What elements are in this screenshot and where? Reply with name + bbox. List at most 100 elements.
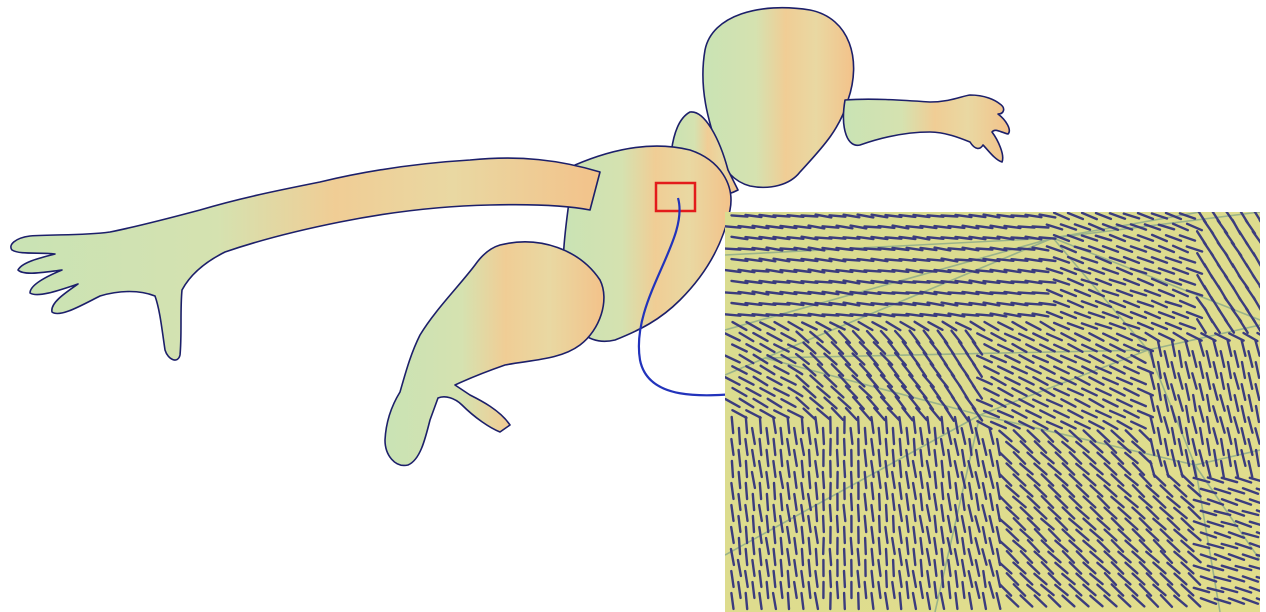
body-stroke: [883, 71, 887, 75]
body-stroke: [249, 366, 255, 368]
body-stroke: [196, 394, 203, 396]
body-stroke: [263, 17, 268, 18]
body-stroke: [69, 431, 74, 432]
body-stroke: [3, 351, 9, 353]
body-stroke: [377, 442, 383, 443]
body-stroke: [36, 197, 41, 199]
body-stroke: [309, 430, 317, 431]
body-stroke: [233, 312, 240, 313]
body-stroke: [601, 65, 607, 68]
body-stroke: [514, 134, 520, 135]
body-stroke: [628, 63, 634, 67]
body-stroke: [518, 415, 527, 416]
body-stroke: [658, 416, 666, 417]
body-stroke: [924, 56, 927, 61]
body-stroke: [279, 304, 284, 305]
body-stroke: [323, 261, 328, 262]
body-stroke: [888, 147, 892, 150]
body-stroke: [954, 191, 960, 192]
body-stroke: [213, 39, 222, 40]
body-stroke: [292, 114, 298, 116]
body-stroke: [951, 44, 958, 49]
body-stroke: [54, 163, 59, 165]
body-stroke: [372, 134, 381, 136]
body-stroke: [51, 198, 58, 199]
body-stroke: [292, 317, 298, 318]
body-stroke: [691, 384, 696, 390]
body-stroke: [599, 102, 608, 104]
body-stroke: [954, 62, 958, 68]
body-stroke: [343, 269, 349, 270]
body-stroke: [263, 310, 271, 311]
body-stroke: [115, 199, 123, 201]
body-stroke: [713, 283, 717, 287]
body-stroke: [53, 212, 58, 213]
body-stroke: [791, 198, 799, 203]
body-stroke: [71, 79, 79, 81]
body-stroke: [389, 129, 395, 131]
body-stroke: [82, 67, 90, 69]
body-stroke: [857, 69, 859, 75]
body-stroke: [85, 198, 94, 200]
body-stroke: [249, 50, 255, 51]
body-stroke: [9, 450, 14, 452]
body-stroke: [83, 30, 88, 31]
body-stroke: [309, 289, 316, 292]
body-stroke: [826, 153, 831, 160]
body-stroke: [979, 166, 985, 173]
body-stroke: [997, 43, 1000, 51]
body-stroke: [1, 94, 9, 95]
body-stroke: [964, 155, 970, 160]
body-stroke: [392, 142, 399, 145]
body-stroke: [548, 31, 553, 33]
body-stroke: [663, 27, 668, 33]
body-stroke: [276, 360, 284, 362]
body-stroke: [486, 108, 495, 109]
body-stroke: [696, 27, 702, 33]
body-stroke: [68, 85, 73, 86]
body-stroke: [217, 78, 225, 80]
body-stroke: [1002, 78, 1008, 82]
body-stroke: [662, 318, 668, 320]
body-stroke: [116, 28, 124, 31]
body-stroke: [232, 276, 238, 277]
body-stroke: [387, 309, 395, 311]
body-stroke: [434, 155, 441, 156]
body-stroke: [530, 94, 539, 97]
body-stroke: [279, 282, 286, 284]
body-stroke: [281, 21, 288, 24]
body-stroke: [452, 86, 457, 87]
body-stroke: [36, 128, 43, 130]
body-stroke: [810, 191, 814, 194]
body-stroke: [438, 403, 446, 404]
body-stroke: [585, 344, 591, 346]
body-stroke: [194, 87, 201, 88]
body-stroke: [952, 168, 955, 175]
body-stroke: [501, 122, 509, 125]
body-stroke: [214, 59, 223, 60]
body-stroke: [146, 113, 153, 115]
body-stroke: [311, 394, 318, 395]
body-stroke: [196, 130, 205, 131]
body-stroke: [90, 311, 95, 313]
body-stroke: [499, 39, 504, 40]
body-stroke: [778, 190, 783, 194]
body-stroke: [360, 438, 365, 439]
body-stroke: [853, 197, 858, 198]
body-stroke: [308, 319, 316, 322]
body-stroke: [358, 260, 363, 262]
body-stroke: [275, 17, 280, 18]
body-stroke: [337, 73, 345, 74]
body-stroke: [275, 346, 283, 349]
body-stroke: [856, 92, 860, 96]
body-stroke: [455, 415, 464, 416]
body-stroke: [1012, 72, 1016, 77]
body-stroke: [1017, 9, 1023, 15]
body-stroke: [569, 121, 574, 123]
body-stroke: [72, 338, 79, 340]
body-stroke: [407, 129, 415, 131]
body-stroke: [199, 437, 206, 438]
body-stroke: [22, 345, 30, 346]
body-stroke: [582, 81, 589, 82]
body-stroke: [484, 233, 492, 234]
